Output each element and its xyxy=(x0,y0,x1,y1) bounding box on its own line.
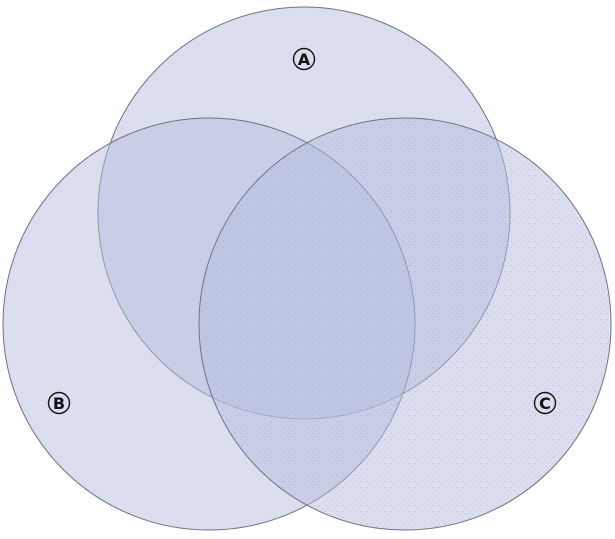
set-label-b-text: B xyxy=(53,394,65,413)
label-ring-c xyxy=(533,391,557,415)
set-label-b: B xyxy=(47,391,71,415)
label-ring-a xyxy=(292,47,316,71)
label-ring-b xyxy=(47,391,71,415)
set-circle-c-texture xyxy=(200,119,610,529)
set-label-a-text: A xyxy=(298,50,311,69)
set-label-a: A xyxy=(292,47,316,71)
set-label-c: C xyxy=(533,391,557,415)
set-label-c-text: C xyxy=(539,394,551,413)
set-circle-c-group xyxy=(198,117,612,531)
